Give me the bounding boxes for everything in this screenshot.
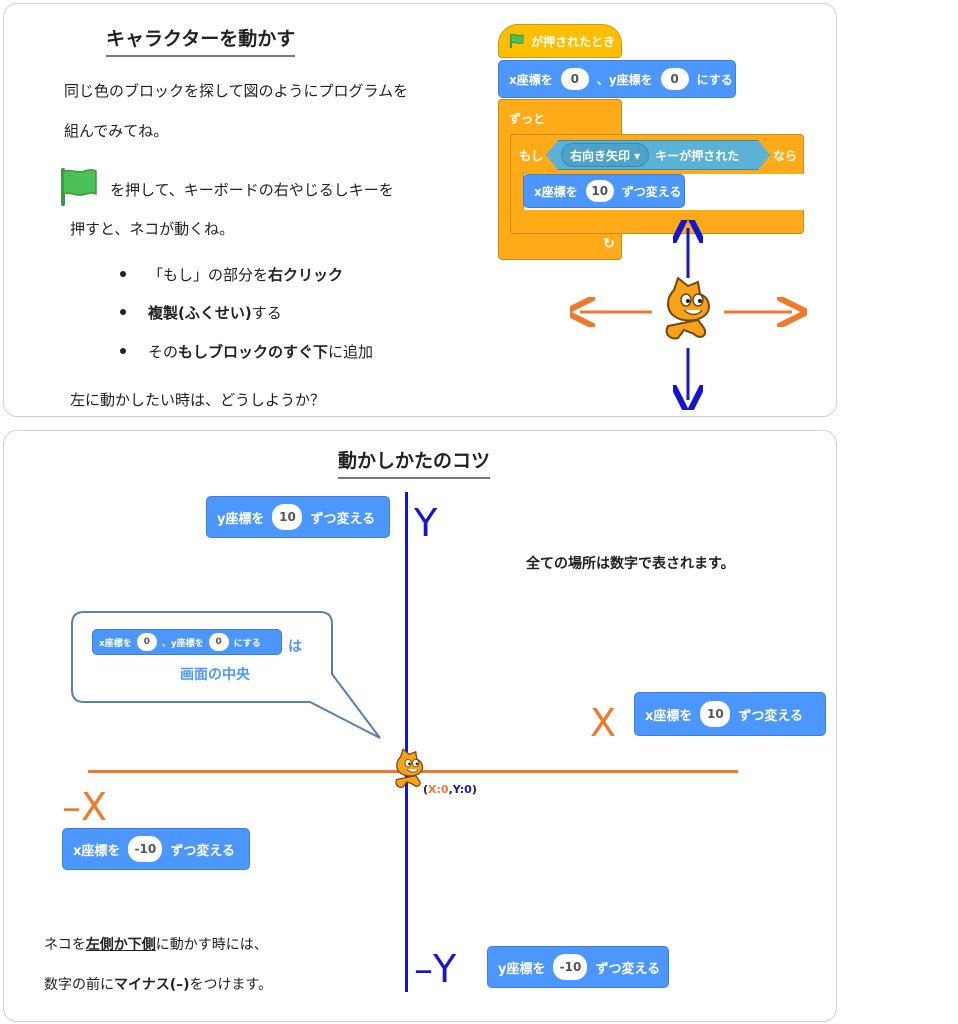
block-label: x座標を	[534, 184, 578, 199]
callout-wa: は	[288, 639, 302, 655]
bullet-item: そのもしブロックのすぐ下に追加	[120, 341, 373, 362]
flag-instruction-2: 押すと、ネコが動くね。	[70, 220, 235, 238]
block-label: x座標を	[509, 72, 553, 87]
when-flag-clicked-block: が押されたとき	[498, 24, 622, 58]
event-label: が押されたとき	[531, 34, 616, 49]
change-x-block: x座標を 10 ずつ変える	[523, 174, 685, 208]
block-label: ずつ変える	[170, 843, 236, 859]
block-label: y座標を	[217, 511, 265, 527]
scratch-cat-icon	[665, 276, 710, 340]
y-axis-line	[405, 492, 408, 992]
x-axis-label: X	[590, 701, 617, 745]
tips-title: 動かしかたのコツ	[338, 446, 491, 479]
if-block-arm	[510, 173, 524, 211]
section-title: キャラクターを動かす	[106, 24, 296, 57]
if-block-bottom	[510, 210, 804, 234]
forever-label: ずっと	[509, 112, 546, 126]
direction-arrows	[570, 220, 810, 410]
change-y-positive-block: y座標を 10 ずつ変える	[206, 496, 390, 538]
question-text: 左に動かしたい時は、どうしようか？	[70, 391, 326, 409]
change-x-negative-block: x座標を -10 ずつ変える	[62, 828, 250, 870]
bullet-item: 複製(ふくせい)する	[120, 302, 282, 323]
instruction-line-1: 同じ色のブロックを探して図のようにプログラムを	[64, 82, 409, 100]
block-label: x座標を	[73, 843, 121, 859]
bullet-item: 「もし」の部分を右クリック	[120, 264, 343, 285]
block-label: 、y座標を	[161, 638, 204, 649]
neg-y-axis-label: –Y	[414, 947, 457, 991]
block-label: ずつ変える	[595, 961, 661, 977]
block-label: ずつ変える	[621, 184, 682, 199]
y-axis-label: Y	[414, 501, 438, 545]
key-pressed-label: キーが押された	[655, 148, 740, 163]
callout-center-text: 画面の中央	[180, 667, 250, 683]
forever-block-top: ずっと	[498, 99, 622, 135]
loop-arrow-icon: ↻	[603, 236, 615, 252]
block-label: x座標を	[99, 638, 132, 649]
block-label: y座標を	[498, 961, 546, 977]
all-places-text: 全ての場所は数字で表されます。	[526, 556, 735, 572]
x-change-input[interactable]: 10	[585, 180, 614, 202]
key-pressed-block: 右向き矢印 ▾ キーが押された	[546, 140, 770, 170]
y-change-input[interactable]: -10	[553, 954, 588, 980]
x-change-input[interactable]: 10	[700, 701, 731, 727]
origin-coordinate: (X:0,Y:0)	[423, 783, 477, 796]
block-label: にする	[696, 72, 733, 87]
block-label: 、y座標を	[596, 72, 653, 87]
green-flag-icon	[61, 168, 97, 206]
block-label: ずつ変える	[738, 708, 804, 724]
forever-block-bottom: ↻	[498, 232, 622, 260]
green-flag-icon	[510, 33, 524, 48]
then-label: なら	[772, 149, 797, 163]
block-label: ずつ変える	[310, 511, 376, 527]
if-label: もし	[519, 149, 544, 163]
change-x-positive-block: x座標を 10 ずつ変える	[634, 692, 826, 736]
y-value-input[interactable]: 0	[208, 633, 229, 651]
key-dropdown[interactable]: 右向き矢印 ▾	[561, 143, 649, 167]
y-value-input[interactable]: 0	[660, 68, 689, 90]
y-change-input[interactable]: 10	[272, 504, 303, 530]
scratch-cat-icon	[395, 748, 424, 788]
go-to-xy-block: x座標を 0 、y座標を 0 にする	[498, 60, 736, 98]
x-value-input[interactable]: 0	[136, 633, 157, 651]
neg-x-axis-label: –X	[62, 785, 108, 829]
block-label: x座標を	[645, 708, 693, 724]
block-label: にする	[233, 638, 261, 649]
instruction-line-2: 組んでみてね。	[64, 122, 169, 140]
callout-go-to-xy-block: x座標を 0 、y座標を 0 にする	[92, 629, 282, 655]
note-line-1: ネコを左側か下側に動かす時には、	[44, 937, 268, 953]
note-line-2: 数字の前にマイナス(–)をつけます。	[44, 977, 273, 993]
change-y-negative-block: y座標を -10 ずつ変える	[487, 946, 669, 988]
flag-instruction-1: を押して、キーボードの右やじるしキーを	[110, 181, 394, 199]
x-value-input[interactable]: 0	[560, 68, 589, 90]
x-change-input[interactable]: -10	[128, 836, 163, 862]
